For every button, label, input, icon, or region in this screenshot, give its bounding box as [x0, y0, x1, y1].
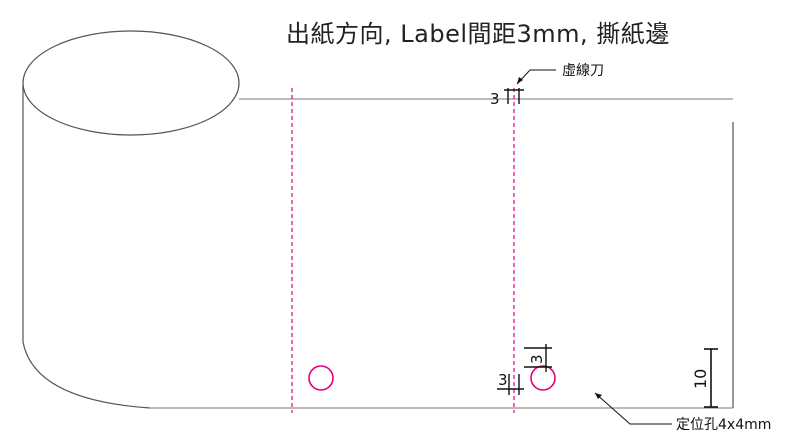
bottom-gap-value: 3 [498, 371, 508, 389]
perforation-label: 虛線刀 [562, 63, 604, 79]
top-gap-value: 3 [490, 90, 500, 108]
hole-leader-arrow [595, 393, 602, 399]
perforation-leader [516, 69, 556, 85]
hole-label: 定位孔4x4mm [676, 417, 771, 433]
hole-offset-value: 3 [528, 354, 546, 364]
locating-hole-left [308, 365, 334, 391]
hole-leader [594, 392, 672, 425]
locating-hole-right [530, 365, 556, 391]
diagram-title: 出紙方向, Label間距3mm, 撕紙邊 [286, 20, 670, 48]
perforation-leader-arrow [517, 77, 523, 84]
height-dim-value: 10 [691, 369, 710, 389]
roll-end-ellipse [22, 30, 240, 136]
roll-bottom-curve [22, 341, 151, 409]
